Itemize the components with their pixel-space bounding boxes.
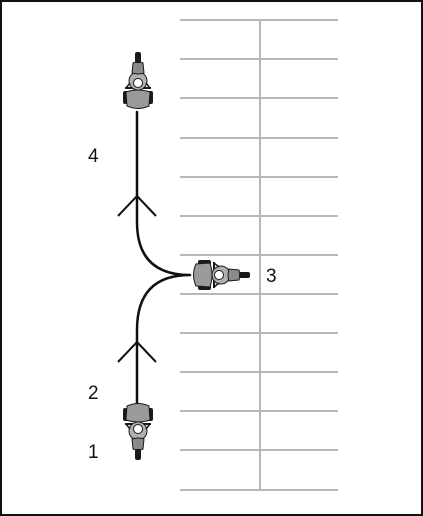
step-label-3: 3 (266, 266, 277, 287)
step-label-2: 2 (88, 383, 99, 404)
three-wheel-motorcycle-icon (122, 402, 154, 461)
step-label-1: 1 (88, 442, 99, 463)
parking-stall-lines (180, 19, 338, 491)
step-label-4: 4 (88, 146, 99, 167)
three-wheel-motorcycle-icon (192, 259, 251, 291)
three-wheel-motorcycle-icon (122, 51, 154, 110)
parking-lot-grid (180, 19, 338, 491)
travel-path (135, 110, 192, 407)
